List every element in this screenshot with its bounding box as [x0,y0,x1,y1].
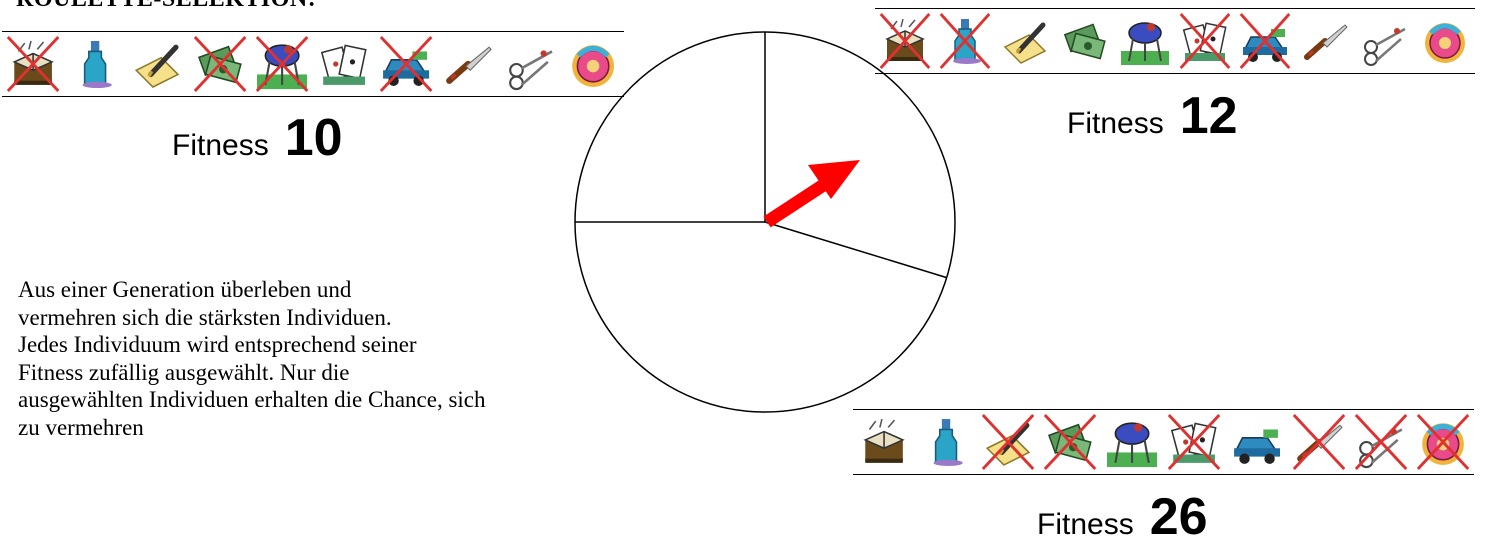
wheel-divider-line [765,222,947,278]
description-line: Jedes Individuum wird entsprechend seine… [18,331,698,359]
description-text: Aus einer Generation überleben und verme… [18,276,698,441]
description-line: ausgewählten Individuen erhalten die Cha… [18,386,698,414]
description-line: Aus einer Generation überleben und [18,276,698,304]
spinner-arrow-icon [767,160,860,222]
description-line: Fitness zufällig ausgewählt. Nur die [18,359,698,387]
description-line: vermehren sich die stärksten Individuen. [18,304,698,332]
description-line: zu vermehren [18,414,698,442]
